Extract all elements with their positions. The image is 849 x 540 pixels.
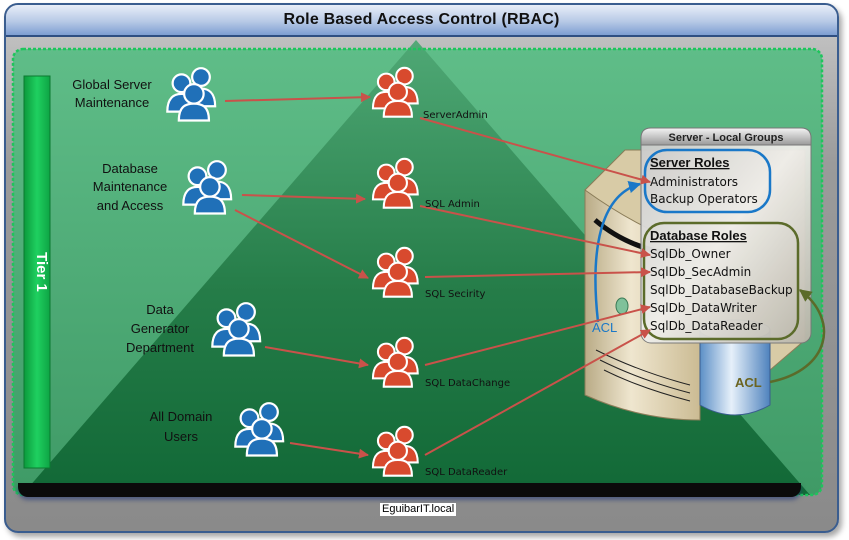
role-group-label: SQL DataChange (425, 378, 510, 389)
connection-arrow (424, 267, 651, 278)
role-group-label: SQL DataReader (425, 467, 508, 478)
user-group-data-generator[interactable]: Data Generator Department (126, 301, 262, 357)
database-role-item: SqlDb_DatabaseBackup (650, 283, 793, 297)
connection-arrow (424, 329, 651, 456)
user-group-label: and Access (97, 198, 164, 213)
connection-arrow (424, 304, 651, 366)
database-role-item: SqlDb_DataWriter (650, 301, 757, 315)
user-group-label: Database (102, 161, 158, 176)
connection-arrow (224, 92, 371, 103)
domain-label: EguibarIT.local (380, 503, 457, 516)
database-acl-label: ACL (735, 375, 762, 390)
user-group-database-maintenance[interactable]: Database Maintenance and Access (93, 159, 233, 215)
database-roles-outline (642, 221, 800, 341)
database-roles-title: Database Roles (650, 228, 747, 243)
connection-arrow (264, 346, 369, 369)
server-acl-label: ACL (592, 320, 617, 335)
user-group-label: All Domain (150, 409, 213, 424)
server-acl-arrow (594, 180, 642, 323)
role-group-label: ServerAdmin (423, 110, 488, 121)
role-group-label: SQL Secirity (425, 289, 486, 300)
role-group-sql-admin[interactable]: SQL Admin (371, 157, 480, 210)
panel-header: Server - Local Groups (669, 132, 784, 144)
user-group-label: Data (146, 302, 174, 317)
role-group-label: SQL Admin (425, 199, 480, 210)
user-group-label: Users (164, 429, 198, 444)
role-group-serveradmin[interactable]: ServerAdmin (371, 66, 488, 121)
user-group-global-server-maintenance[interactable]: Global Server Maintenance (72, 66, 217, 122)
server-role-item: Backup Operators (650, 192, 758, 206)
user-group-label: Department (126, 340, 194, 355)
tier-bar: Tier 1 (23, 75, 51, 469)
user-group-label: Maintenance (75, 95, 149, 110)
user-group-label: Maintenance (93, 179, 167, 194)
database-role-item: SqlDb_Owner (650, 247, 731, 261)
title-bar: Role Based Access Control (RBAC) (6, 5, 837, 37)
server-role-item: Administrators (650, 175, 738, 189)
bottom-bar (18, 483, 801, 497)
user-group-label: Generator (131, 321, 190, 336)
server-roles-title: Server Roles (650, 155, 730, 170)
connection-arrow (289, 442, 369, 459)
role-group-sql-datachange[interactable]: SQL DataChange (371, 336, 510, 389)
connection-arrow (241, 193, 366, 204)
tier-label: Tier 1 (33, 252, 50, 292)
user-group-label: Global Server (72, 77, 152, 92)
user-group-all-domain-users[interactable]: All Domain Users (150, 401, 285, 457)
database-role-item: SqlDb_SecAdmin (650, 265, 751, 279)
diagram-title: Role Based Access Control (RBAC) (283, 11, 560, 28)
connection-arrow (419, 117, 651, 185)
role-group-sql-datareader[interactable]: SQL DataReader (371, 425, 508, 478)
role-group-sql-security[interactable]: SQL Secirity (371, 246, 486, 300)
server-local-groups-panel: Server - Local Groups Server Roles Admin… (640, 127, 812, 344)
database-role-item: SqlDb_DataReader (650, 319, 763, 333)
database-acl-arrow (769, 289, 826, 384)
connection-arrow (419, 205, 651, 259)
connection-arrow (234, 209, 369, 279)
